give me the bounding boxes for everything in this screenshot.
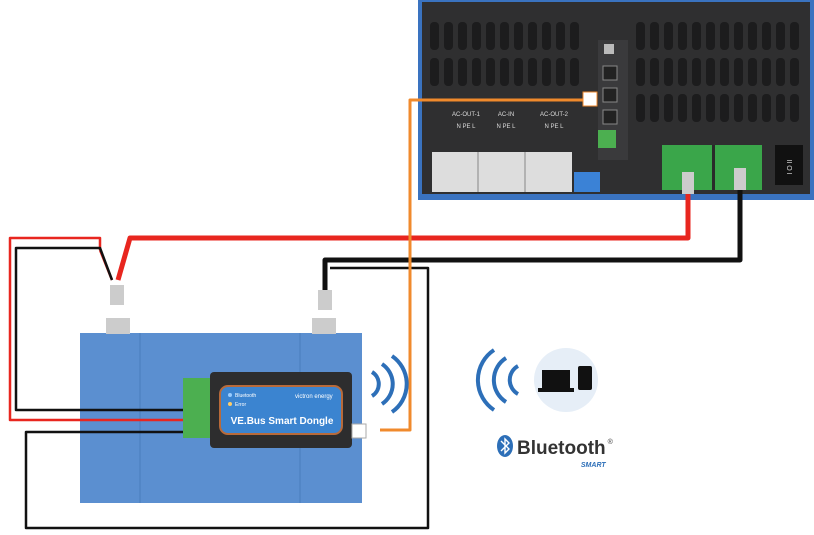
vent-slot: [514, 58, 523, 86]
ve-bus-cable: [380, 98, 590, 432]
led-bluetooth-label: Bluetooth: [235, 393, 256, 399]
vent-slot: [444, 22, 453, 50]
ac-in-label: AC-IN: [498, 112, 514, 118]
positive-terminal-lug: [110, 285, 124, 305]
vent-slot: [472, 58, 481, 86]
led-error-label: Error: [235, 402, 246, 408]
vent-slot: [776, 22, 785, 50]
vent-slot: [762, 94, 771, 122]
vent-slot: [790, 22, 799, 50]
vent-slot: [556, 58, 565, 86]
ac-out-2-pins: N PE L: [544, 124, 564, 130]
vent-slot: [678, 94, 687, 122]
vent-slot: [500, 58, 509, 86]
vent-slot: [720, 58, 729, 86]
vent-slot: [734, 94, 743, 122]
vent-slot: [528, 22, 537, 50]
vent-slot: [636, 58, 645, 86]
vent-slot: [444, 58, 453, 86]
vent-slot: [556, 22, 565, 50]
victron-logo: victron energy: [295, 394, 333, 400]
vent-slot: [650, 94, 659, 122]
ac-out-1-pins: N PE L: [456, 124, 476, 130]
vent-slot: [748, 22, 757, 50]
ve-bus-smart-dongle: Bluetooth Error victron energy VE.Bus Sm…: [183, 372, 367, 448]
vent-slot: [734, 58, 743, 86]
temp-wire: [24, 266, 430, 530]
bluetooth-label: Bluetooth: [517, 438, 606, 459]
rj45-plug: [582, 91, 598, 107]
bluetooth-smart-logo: Bluetooth ® SMART: [497, 435, 614, 469]
inverter-positive-lug: [682, 172, 694, 194]
vent-slot: [458, 22, 467, 50]
ac-out-2-label: AC-OUT-2: [540, 112, 569, 118]
vent-slot: [692, 94, 701, 122]
sense-negative-wire: [14, 246, 188, 412]
vent-slot: [678, 58, 687, 86]
vent-slot: [664, 58, 673, 86]
vent-slot: [762, 22, 771, 50]
vent-slot: [692, 58, 701, 86]
vent-slot: [650, 58, 659, 86]
vent-slot: [650, 22, 659, 50]
vent-slot: [430, 22, 439, 50]
inverter: I O II AC-OUT-1 N PE L AC-IN N PE L AC-O…: [418, 0, 814, 200]
dongle-name: VE.Bus Smart Dongle: [231, 416, 334, 427]
dongle-wireless-icon: [370, 354, 409, 414]
vent-slot: [528, 58, 537, 86]
trademark: ®: [608, 438, 614, 446]
vent-slot: [734, 22, 743, 50]
vent-slot: [706, 22, 715, 50]
vent-slot: [472, 22, 481, 50]
vent-slot: [678, 22, 687, 50]
vent-slot: [706, 94, 715, 122]
negative-cable: [322, 185, 743, 290]
vent-slot: [570, 22, 579, 50]
vent-slot: [692, 22, 701, 50]
vent-slot: [720, 94, 729, 122]
vent-slot: [570, 58, 579, 86]
vent-slot: [514, 22, 523, 50]
vent-slot: [790, 58, 799, 86]
negative-terminal-lug: [318, 290, 332, 310]
vent-slot: [486, 22, 495, 50]
vent-slot: [636, 22, 645, 50]
ac-out-1-label: AC-OUT-1: [452, 112, 481, 118]
vent-slot: [776, 94, 785, 122]
vent-slot: [458, 58, 467, 86]
ac-in-pins: N PE L: [496, 124, 516, 130]
vent-slot: [636, 94, 645, 122]
vent-slot: [720, 22, 729, 50]
vent-slot: [748, 94, 757, 122]
vent-slot: [706, 58, 715, 86]
vent-slot: [430, 58, 439, 86]
vent-slot: [664, 22, 673, 50]
bluetooth-smart-label: SMART: [581, 462, 606, 469]
vent-slot: [762, 58, 771, 86]
vent-slot: [486, 58, 495, 86]
power-switch-label: I O II: [787, 159, 794, 174]
vent-slot: [776, 58, 785, 86]
vent-slot: [748, 58, 757, 86]
vent-slot: [542, 22, 551, 50]
inverter-negative-lug: [734, 168, 746, 190]
vent-slot: [500, 22, 509, 50]
vent-slot: [542, 58, 551, 86]
wireless-devices-icon: [475, 348, 598, 412]
vent-slot: [790, 94, 799, 122]
vent-slot: [664, 94, 673, 122]
